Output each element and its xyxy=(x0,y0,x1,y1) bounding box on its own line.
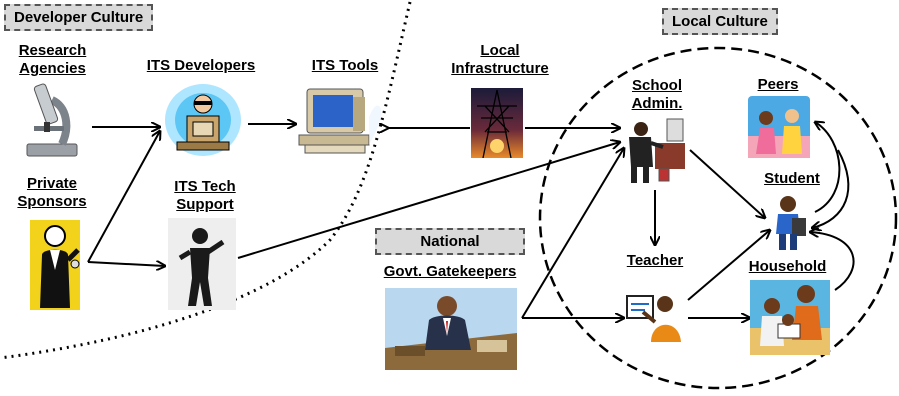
research-label-line1: Research xyxy=(18,42,87,59)
local-culture-boundary xyxy=(538,46,898,390)
edge-gov-to-admin xyxy=(521,148,624,319)
edge-admin-to-student xyxy=(689,149,765,218)
silhouette-icon xyxy=(168,218,236,310)
peers-label: Peers xyxy=(757,76,799,93)
programmer-icon xyxy=(165,84,241,156)
edge-peers-to-student xyxy=(812,149,850,228)
teacher-icon xyxy=(626,295,681,342)
peers-icon xyxy=(748,96,810,158)
edge-techsupport-to-admin xyxy=(237,142,620,259)
developer-culture-tag: Developer Culture xyxy=(4,4,154,31)
edge-household-to-student xyxy=(810,232,855,291)
household-label: Household xyxy=(748,258,827,275)
student-icon xyxy=(776,196,806,250)
businessman-icon xyxy=(30,220,80,310)
local-infra-label-line2: Infrastructure xyxy=(451,60,549,77)
govt-gatekeepers-label: Govt. Gatekeepers xyxy=(383,263,517,280)
school-admin-label: School Admin. xyxy=(627,77,687,113)
private-label-line2: Sponsors xyxy=(17,193,87,210)
developer-culture-boundary xyxy=(0,1,412,360)
local-infra-label-line1: Local xyxy=(480,42,520,59)
national-tag: National xyxy=(375,228,525,255)
family-icon xyxy=(750,280,830,355)
microscope-icon xyxy=(26,83,78,157)
teacher-label: Teacher xyxy=(626,252,684,269)
edge-student-to-peers xyxy=(815,122,841,213)
local-culture-tag: Local Culture xyxy=(662,8,778,35)
private-label-line1: Private xyxy=(26,175,78,192)
official-icon xyxy=(385,288,517,370)
private-sponsors-label: Private Sponsors xyxy=(12,175,92,211)
computer-icon xyxy=(298,88,382,154)
edge-sponsors-to-techsupport xyxy=(87,262,165,266)
research-agencies-label: Research Agencies xyxy=(10,42,95,78)
school-admin-label-line1: School xyxy=(631,77,682,94)
its-tech-label-line2: Support xyxy=(176,196,234,213)
school-admin-label-line2: Admin. xyxy=(631,95,683,112)
its-developers-label: ITS Developers xyxy=(146,57,256,74)
research-label-line2: Agencies xyxy=(19,60,86,77)
its-tech-label-line1: ITS Tech xyxy=(174,178,236,195)
desk-admin-icon xyxy=(629,118,685,183)
edge-sponsors-to-developers xyxy=(87,131,160,263)
its-tools-label: ITS Tools xyxy=(311,57,379,74)
edge-teacher-to-student xyxy=(687,230,770,301)
local-infrastructure-label: Local Infrastructure xyxy=(440,42,560,78)
power-tower-icon xyxy=(471,88,523,158)
student-label: Student xyxy=(764,170,820,187)
its-tech-support-label: ITS Tech Support xyxy=(165,178,245,214)
